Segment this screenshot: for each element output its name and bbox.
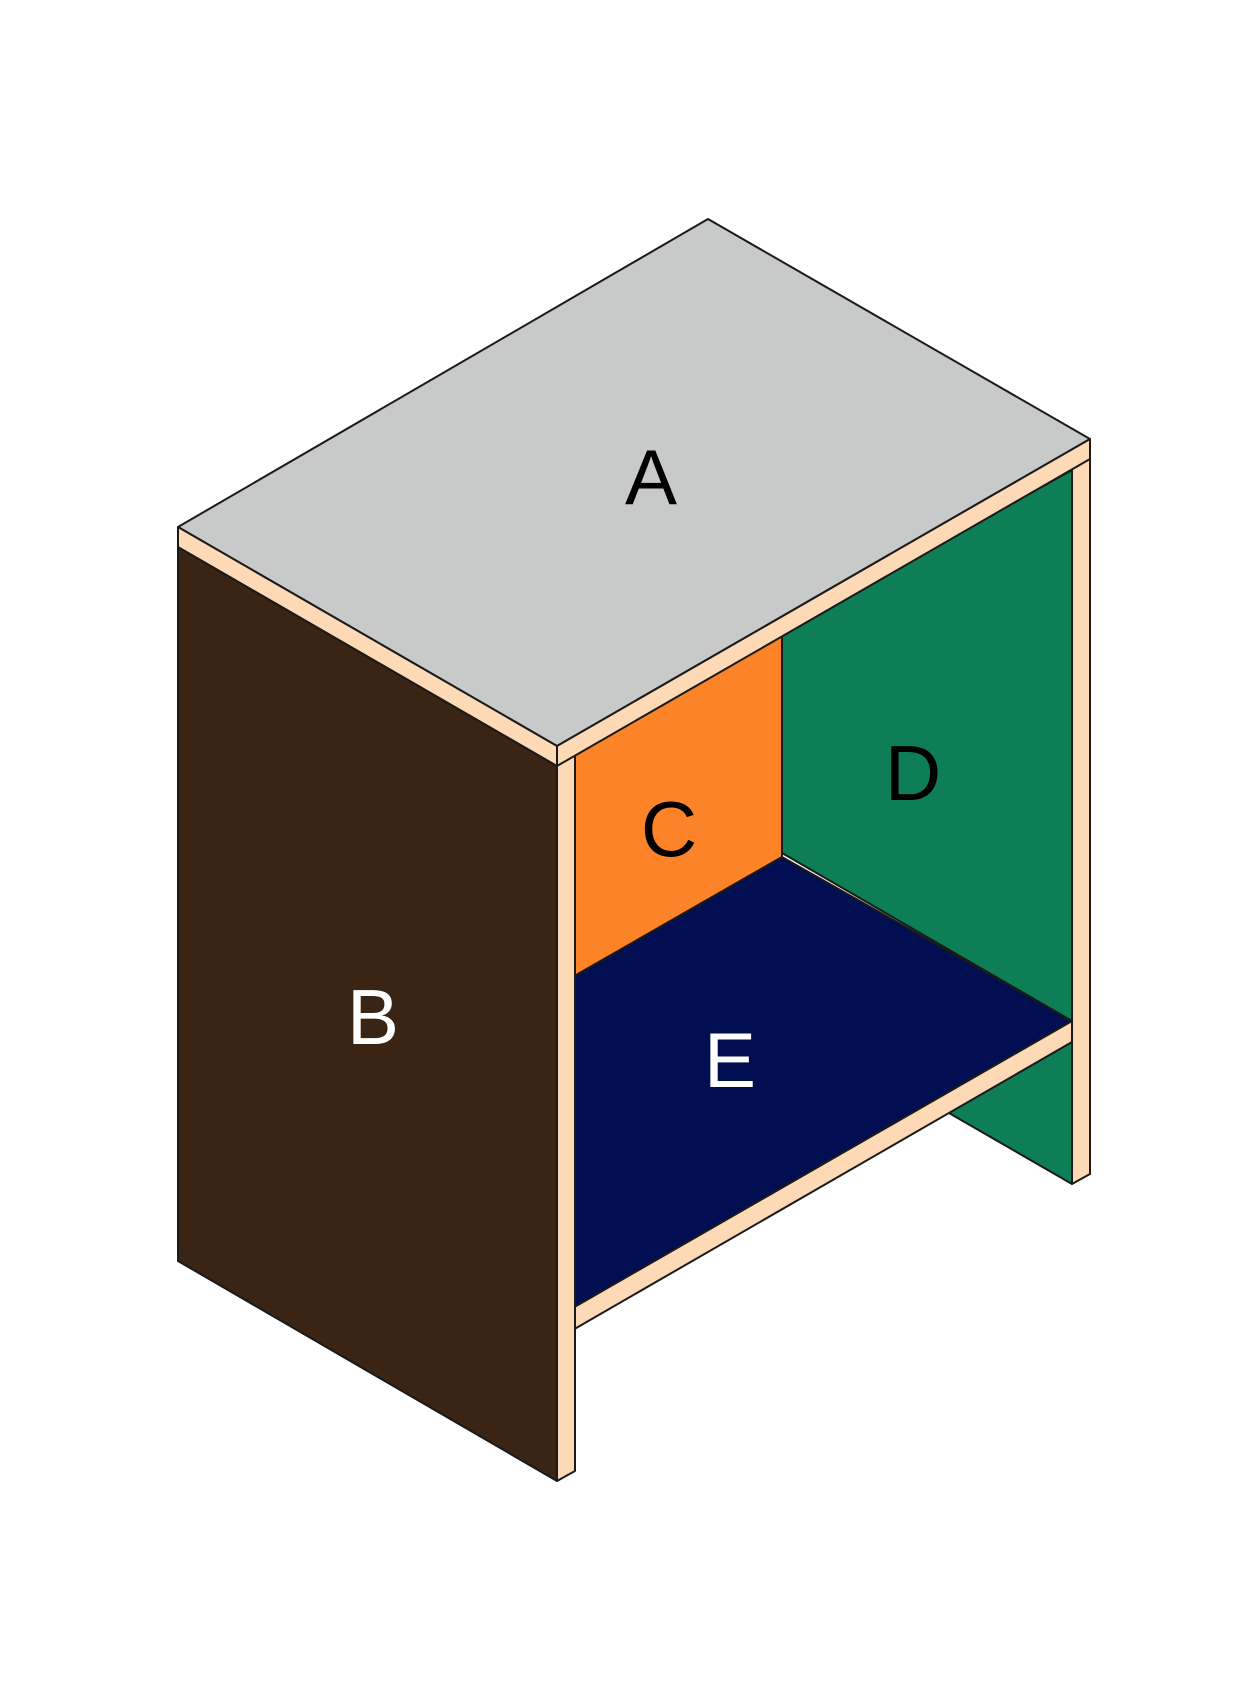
- label-a: A: [625, 433, 677, 521]
- panel-b-front-edge: [556, 749, 576, 1482]
- label-c: C: [641, 785, 697, 873]
- panel-d-front-edge: [1071, 447, 1091, 1185]
- label-e: E: [704, 1016, 756, 1104]
- label-d: D: [885, 729, 941, 817]
- label-b: B: [347, 973, 399, 1061]
- panel-a-right-edge: [556, 438, 1091, 767]
